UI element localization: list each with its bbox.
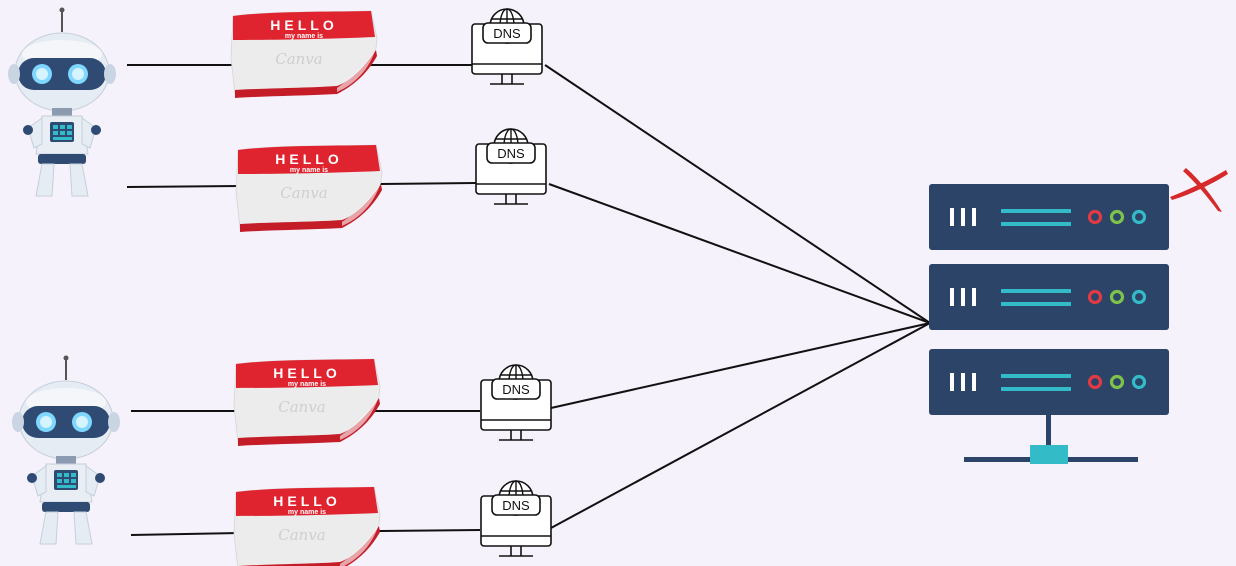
link-dns-3-server bbox=[550, 322, 931, 409]
dns-label: DNS bbox=[502, 498, 530, 513]
server-stand-connector bbox=[1030, 445, 1068, 464]
name-tag-subtitle: my name is bbox=[288, 381, 326, 388]
name-tag-title: HELLO bbox=[275, 151, 342, 167]
name-tag-subtitle: my name is bbox=[290, 167, 328, 174]
dns-monitor-icon: DNS bbox=[471, 8, 543, 85]
x-mark-icon bbox=[1170, 168, 1228, 212]
dns-label: DNS bbox=[497, 146, 525, 161]
link-dns-2-server bbox=[548, 183, 931, 324]
client-links bbox=[126, 64, 481, 536]
link-2-tag-dns bbox=[377, 182, 477, 185]
name-tag-subtitle: my name is bbox=[285, 33, 323, 40]
dns-monitor-icon: DNS bbox=[480, 480, 552, 557]
server-rack-icon bbox=[927, 182, 1171, 464]
link-dns-1-server bbox=[544, 64, 931, 324]
link-4-tag-dns bbox=[377, 529, 481, 532]
name-tag-watermark: Canva bbox=[280, 184, 328, 202]
name-tag: HELLO my name is Canva bbox=[233, 358, 381, 447]
name-tag-watermark: Canva bbox=[275, 50, 323, 68]
name-tag-title: HELLO bbox=[273, 493, 340, 509]
server-unit bbox=[927, 347, 1171, 417]
link-dns-4-server bbox=[550, 322, 931, 529]
name-tag-subtitle: my name is bbox=[288, 509, 326, 516]
robot-icon bbox=[11, 354, 121, 545]
server-stand-pole bbox=[1046, 415, 1051, 447]
server-unit bbox=[927, 182, 1171, 252]
server-unit bbox=[927, 262, 1171, 332]
link-2-robot-tag bbox=[126, 185, 241, 188]
name-tag: HELLO my name is Canva bbox=[233, 486, 381, 566]
name-tag-watermark: Canva bbox=[278, 398, 326, 416]
server-links bbox=[544, 64, 931, 529]
dns-label: DNS bbox=[502, 382, 530, 397]
link-4-robot-tag bbox=[130, 532, 241, 536]
name-tag: HELLO my name is Canva bbox=[235, 144, 383, 233]
name-tag-title: HELLO bbox=[273, 365, 340, 381]
name-tag-title: HELLO bbox=[270, 17, 337, 33]
robot-icon bbox=[7, 6, 117, 197]
name-tag-watermark: Canva bbox=[278, 526, 326, 544]
dns-monitor-icon: DNS bbox=[475, 128, 547, 205]
name-tag: HELLO my name is Canva bbox=[230, 10, 378, 99]
dns-label: DNS bbox=[493, 26, 521, 41]
dns-monitor-icon: DNS bbox=[480, 364, 552, 441]
